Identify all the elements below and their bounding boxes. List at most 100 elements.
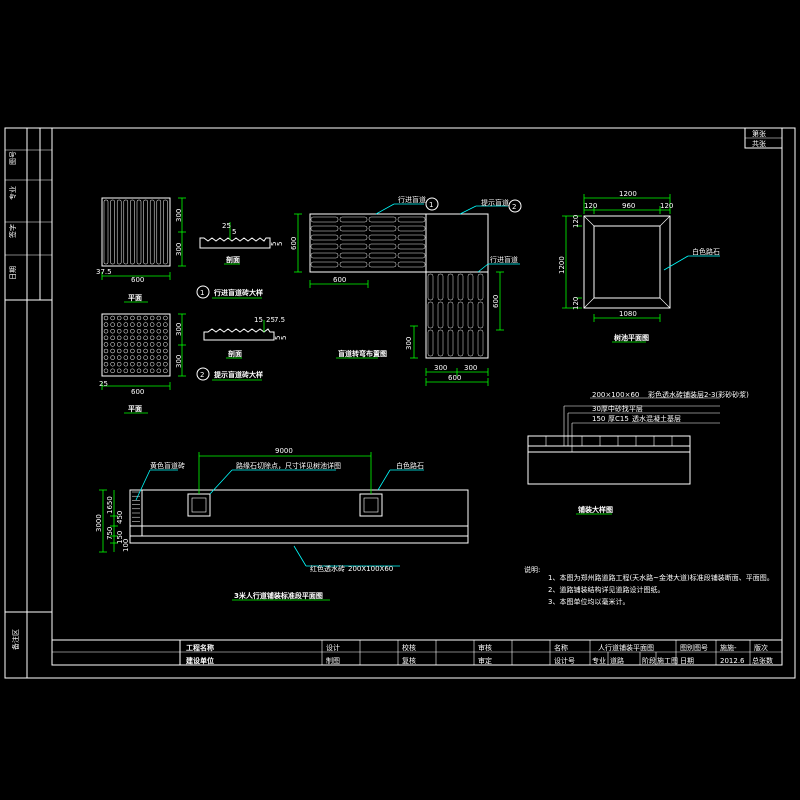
warn-dot	[103, 355, 109, 360]
turn-label-walk-no: 1	[429, 201, 433, 209]
turn-walk-strip	[437, 329, 444, 357]
turn-walk-strip	[477, 329, 484, 357]
tb-review: 复核	[402, 656, 416, 665]
turn-walk-strip	[467, 273, 474, 301]
turn-walk-strip	[339, 216, 368, 223]
pit-dim-mid: 960	[622, 202, 635, 210]
warn-dot	[163, 315, 168, 321]
turn-walk-strip	[310, 261, 339, 268]
warn-dot	[116, 361, 122, 367]
section-layer1-note: 彩色透水砖铺装层2-3(彩砂砂浆)	[648, 390, 749, 399]
turn-walk-strip	[339, 234, 368, 241]
tree-pit-dims: 1200 120 960 120 1200 120 120 1080 白色路石 …	[558, 190, 720, 343]
warn-dot	[103, 315, 109, 321]
warn-dot	[156, 335, 162, 341]
section-layer3-note: 透水混凝土基层	[632, 414, 681, 423]
warn-dot	[116, 315, 122, 321]
walk-strip	[143, 199, 148, 265]
warn-dot	[123, 335, 129, 341]
warn-dot	[149, 368, 155, 374]
turn-walk-strip	[447, 301, 454, 329]
warn-dot	[130, 335, 135, 341]
warn-dot	[136, 368, 142, 374]
warn-dot	[163, 342, 168, 347]
paving-warn-section: 15 25 7.5 5 5 剖面	[203, 316, 288, 359]
warn-dim-edge: 25	[99, 380, 108, 388]
warn-dot	[123, 328, 129, 334]
paving-walk-title: 1 行进盲道砖大样	[196, 285, 263, 299]
turn-label-warn: 提示盲道	[481, 198, 509, 207]
warn-dot	[143, 348, 148, 354]
turn-walk-strip	[368, 216, 397, 223]
turn-walk-strip	[397, 234, 426, 241]
warn-dot	[110, 322, 115, 327]
outer-border	[4, 127, 796, 679]
turn-title: 盲道转弯布置图	[338, 349, 387, 358]
warn-dim-half-b: 300	[175, 355, 183, 368]
warn-dot	[130, 368, 135, 374]
warn-dot	[163, 355, 168, 360]
walk-dim-half-b: 300	[175, 243, 183, 256]
warn-dot	[123, 368, 129, 374]
warn-dot	[163, 328, 168, 334]
sidewalk-dim-width-c: 750	[106, 527, 114, 540]
warn-dim-half-a: 300	[175, 323, 183, 336]
turn-label-walk-2: 行进盲道	[490, 255, 518, 264]
warn-dot	[143, 322, 148, 327]
turn-dim-side: 300	[405, 337, 413, 350]
paving-warn-dims: 600 300 300 25 平面	[99, 313, 186, 414]
walk-section-dim-top: 25	[222, 222, 231, 230]
pit-dim-side-bottom: 120	[572, 297, 580, 310]
walk-section-dim-side-b: 5	[276, 242, 284, 246]
paving-warn-title: 2 提示盲道砖大样	[196, 367, 263, 381]
tb-approve: 审定	[478, 656, 492, 665]
walk-strip	[130, 199, 135, 265]
tb-discipline-value: 道路	[610, 656, 624, 665]
turn-walk-strip	[339, 261, 368, 268]
warn-dot	[136, 361, 142, 367]
warn-dot	[130, 348, 135, 354]
warn-dot	[136, 355, 142, 360]
title-block: 工程名称 建设单位 设计 制图 校核 复核 审核 审定 名称 设计号 人行道铺装…	[51, 639, 783, 666]
warn-dot	[116, 322, 122, 327]
warn-dot	[103, 322, 109, 327]
pit-dim-bottom: 1080	[619, 310, 637, 318]
warn-dot	[130, 355, 135, 360]
walk-strip	[116, 199, 122, 265]
tb-drawing-no-value: 施施-	[720, 643, 737, 652]
turn-walk-strip	[447, 329, 454, 357]
warn-dot	[110, 342, 115, 347]
turn-walk-strip	[397, 261, 426, 268]
walk-strip	[103, 199, 109, 265]
warn-dot	[136, 328, 142, 334]
notes-item-3: 3、本图单位均以毫米计。	[548, 597, 629, 606]
warn-dot	[149, 328, 155, 334]
side-strip-label-2: 专业	[8, 186, 17, 200]
warn-dot	[136, 342, 142, 347]
turn-walk-strip	[310, 234, 339, 241]
tb-drawing-no-label: 图别图号	[680, 643, 708, 652]
notes: 说明: 1、本图为郑州路道路工程(天水路~金港大道)标准段铺装断面、平面图。 2…	[524, 565, 774, 606]
tb-chief: 设计号	[554, 656, 575, 665]
turn-walk-strip	[447, 273, 454, 301]
walk-strip	[156, 199, 162, 265]
turn-walk-strip	[457, 301, 464, 329]
tb-date-label: 日期	[680, 657, 694, 665]
warn-dot	[130, 322, 135, 327]
tb-audit: 审核	[478, 643, 492, 652]
warn-dot	[123, 342, 129, 347]
warn-section-dim-a: 15	[254, 316, 263, 324]
side-strip: 图号 专业 签字 日期 备注区	[5, 128, 52, 678]
turn-walk-strip	[427, 301, 434, 329]
warn-dot	[163, 322, 168, 327]
warn-dot	[156, 368, 162, 374]
section-layer3: 厚C15	[608, 415, 629, 423]
warn-dot	[116, 355, 122, 360]
turn-walk-strip	[397, 243, 426, 250]
tb-version-label: 版次	[754, 643, 768, 652]
warn-dot	[110, 348, 115, 354]
tb-stage: 阶段	[642, 656, 656, 665]
warn-section-dim-b: 25	[266, 316, 275, 324]
warn-dot	[143, 361, 148, 367]
warn-dot	[110, 315, 115, 321]
